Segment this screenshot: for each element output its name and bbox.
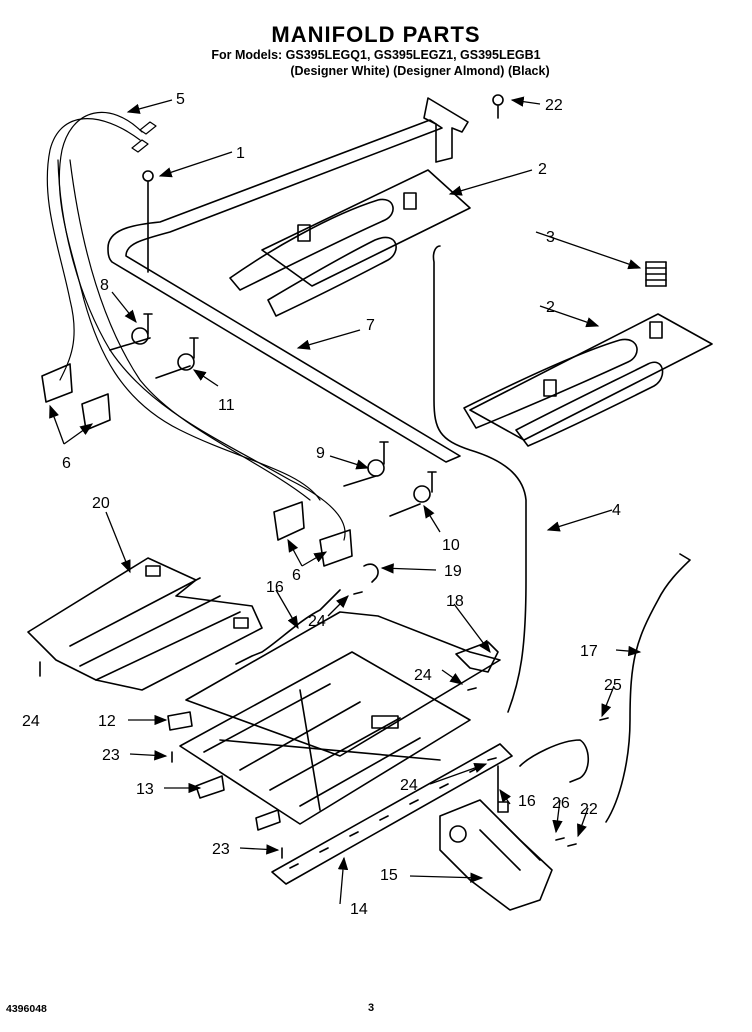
pressure-regulator <box>439 799 553 911</box>
callout-20: 20 <box>92 495 110 512</box>
callout-6-center: 6 <box>292 567 301 584</box>
callout-13: 13 <box>136 781 154 798</box>
main-supply-tube <box>432 245 527 713</box>
callout-14: 14 <box>350 901 368 918</box>
callout-17: 17 <box>580 643 598 660</box>
callout-16-right: 16 <box>518 793 536 810</box>
callout-23-upper: 23 <box>102 747 120 764</box>
model-colors: (Designer White) (Designer Almond) (Blac… <box>290 64 550 78</box>
top-burner-tube <box>605 553 691 823</box>
callout-24-left: 24 <box>22 713 40 730</box>
model-numbers: For Models: GS395LEGQ1, GS395LEGZ1, GS39… <box>211 48 541 62</box>
callout-23-lower: 23 <box>212 841 230 858</box>
callout-7: 7 <box>366 317 375 334</box>
callout-4: 4 <box>612 502 621 519</box>
lower-burner-plate <box>463 313 713 447</box>
valve-shield <box>27 557 263 691</box>
callout-5: 5 <box>176 91 185 108</box>
callout-19: 19 <box>444 563 462 580</box>
callout-16-left: 16 <box>266 579 284 596</box>
callout-11: 11 <box>218 397 235 414</box>
page-number: 3 <box>368 1002 375 1014</box>
fasteners-and-clips <box>39 94 609 859</box>
callout-22-bottom: 22 <box>580 801 598 818</box>
callout-2-lower: 2 <box>546 299 555 316</box>
leader-arrows <box>49 96 642 905</box>
ignitor-switches <box>41 363 353 567</box>
diagram-title: MANIFOLD PARTS <box>271 22 481 47</box>
document-number: 4396048 <box>6 1003 47 1015</box>
callout-1: 1 <box>236 145 245 162</box>
callout-26: 26 <box>552 795 570 812</box>
callout-2-upper: 2 <box>538 161 547 178</box>
callout-18: 18 <box>446 593 464 610</box>
wiring-harness <box>46 111 346 541</box>
callout-labels: 5 1 2 22 3 2 7 8 11 6 9 4 10 6 19 20 16 … <box>22 91 622 918</box>
callout-9: 9 <box>316 445 325 462</box>
callout-8: 8 <box>100 277 109 294</box>
callout-6-left: 6 <box>62 455 71 472</box>
upper-burner-plate <box>229 169 471 317</box>
callout-3: 3 <box>546 229 555 246</box>
callout-25: 25 <box>604 677 622 694</box>
callout-22-top: 22 <box>545 97 563 114</box>
spring <box>645 261 667 287</box>
callout-24-right: 24 <box>414 667 432 684</box>
callout-10: 10 <box>442 537 460 554</box>
callout-24-mid: 24 <box>308 613 326 630</box>
manifold-pipe <box>107 97 469 463</box>
callout-15: 15 <box>380 867 398 884</box>
callout-12: 12 <box>98 713 116 730</box>
manifold-bracket <box>179 611 513 885</box>
callout-24-lower: 24 <box>400 777 418 794</box>
